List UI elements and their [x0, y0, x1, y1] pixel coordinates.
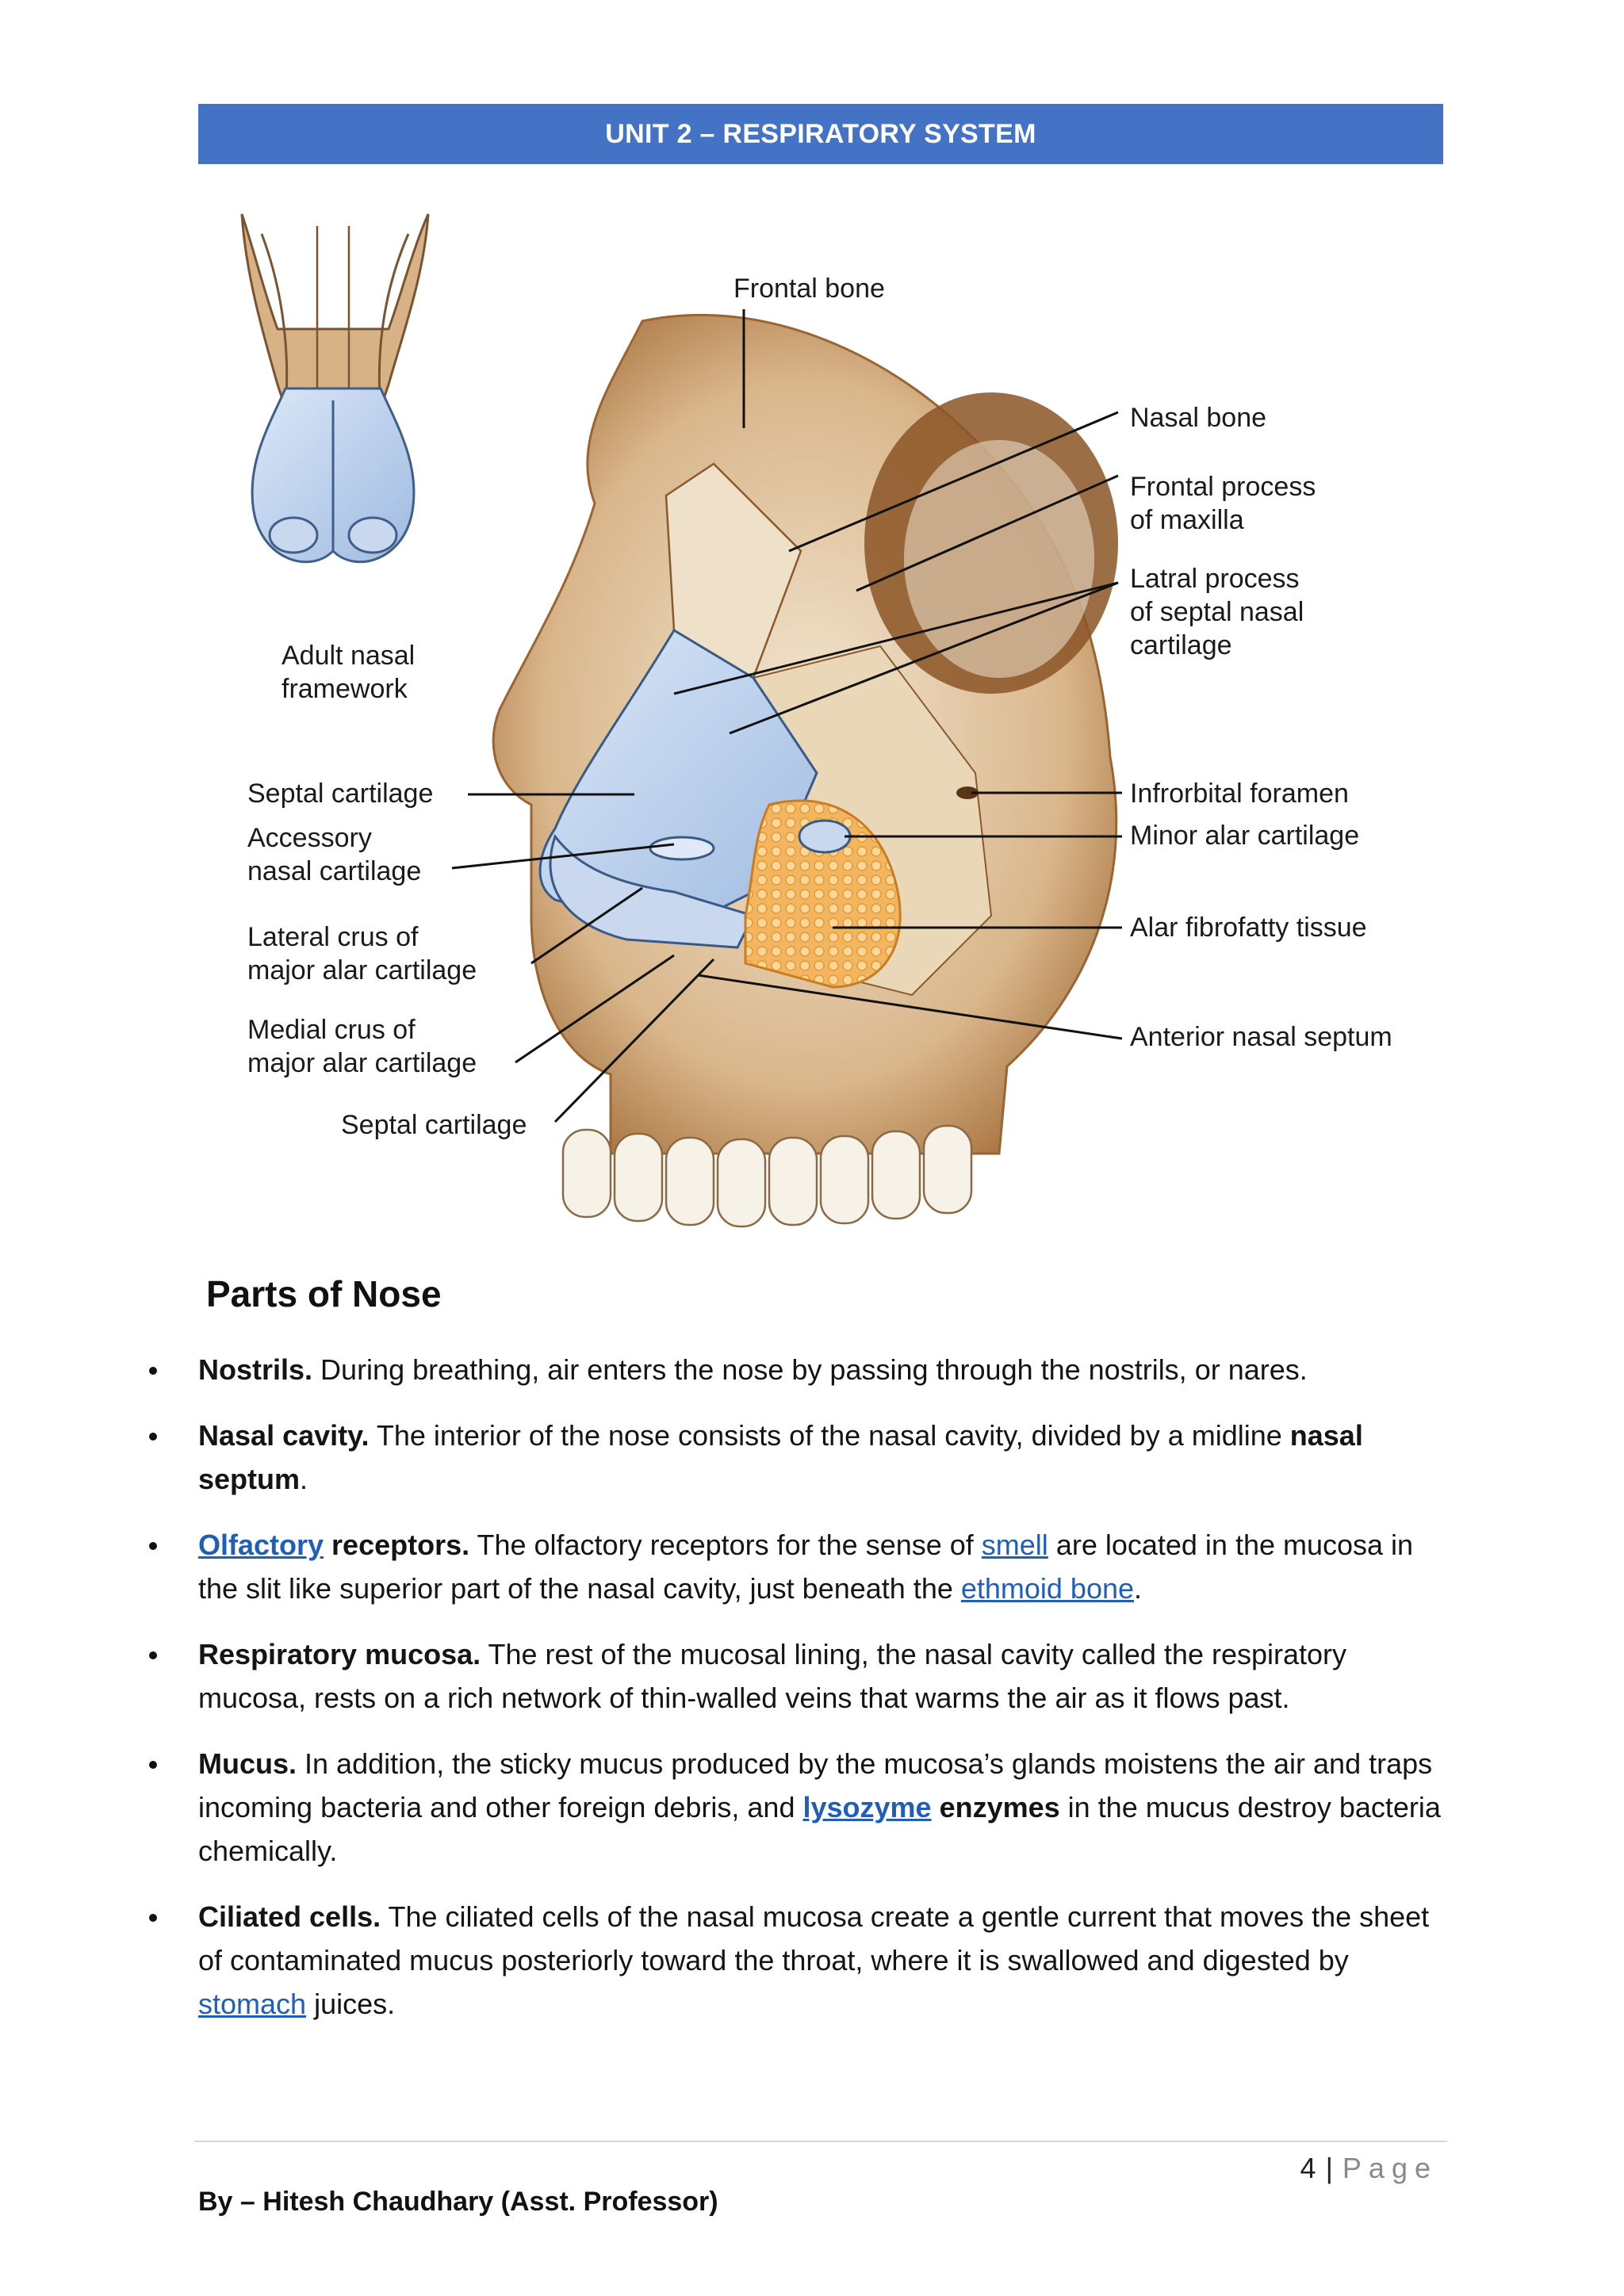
ethmoid-bone-link[interactable]: ethmoid bone: [960, 1572, 1135, 1605]
list-item: Ciliated cells. The ciliated cells of th…: [143, 1895, 1443, 2026]
label-latral-process-1: Latral process: [1130, 564, 1300, 594]
diagram-labels: Frontal bone Nasal bone Frontal process …: [247, 274, 1392, 1140]
page-separator: |: [1325, 2152, 1333, 2184]
olfactory-link[interactable]: Olfactory: [198, 1529, 324, 1561]
leader-lines: [451, 309, 1123, 1123]
label-septal-cartilage-bottom: Septal cartilage: [341, 1110, 527, 1140]
item-title: Ciliated cells.: [198, 1900, 381, 1933]
label-minor-alar: Minor alar cartilage: [1130, 821, 1359, 851]
item-bold-term: nasal septum: [198, 1419, 1363, 1495]
smell-link[interactable]: smell: [981, 1529, 1048, 1561]
item-title: Mucus.: [198, 1747, 297, 1780]
label-adult-nasal-1: Adult nasal: [282, 641, 415, 671]
item-text: During breathing, air enters the nose by…: [312, 1353, 1308, 1386]
list-item: Respiratory mucosa. The rest of the muco…: [143, 1632, 1443, 1720]
label-alar-fibrofatty: Alar fibrofatty tissue: [1130, 913, 1367, 943]
item-text: The ciliated cells of the nasal mucosa c…: [198, 1900, 1430, 1976]
item-text: juices.: [306, 1988, 396, 2020]
label-infraorbital-foramen: Infrorbital foramen: [1130, 779, 1349, 809]
item-text: The interior of the nose consists of the…: [369, 1419, 1290, 1452]
list-item: Nasal cavity. The interior of the nose c…: [143, 1414, 1443, 1501]
item-title: receptors.: [324, 1529, 470, 1561]
list-item: Mucus. In addition, the sticky mucus pro…: [143, 1742, 1443, 1873]
label-latral-process-2: of septal nasal: [1130, 597, 1304, 627]
page-number-value: 4: [1300, 2152, 1316, 2184]
label-accessory-2: nasal cartilage: [247, 856, 421, 886]
item-title: Nasal cavity.: [198, 1419, 370, 1452]
section-heading: Parts of Nose: [206, 1273, 442, 1314]
teeth: [561, 1124, 973, 1228]
label-latral-process-3: cartilage: [1130, 630, 1232, 660]
parts-of-nose-list: Nostrils. During breathing, air enters t…: [143, 1348, 1443, 2026]
nasal-anatomy-diagram: Frontal bone Nasal bone Frontal process …: [198, 202, 1443, 1265]
author-credit: By – Hitesh Chaudhary (Asst. Professor): [198, 2187, 718, 2217]
bullet-content: Nostrils. During breathing, air enters t…: [143, 1348, 1443, 2048]
item-text: in the mucus destroy bacteria chemically…: [198, 1791, 1441, 1867]
unit-title: UNIT 2 – RESPIRATORY SYSTEM: [605, 118, 1036, 149]
item-text: are located in the mucosa in the slit li…: [198, 1529, 1414, 1605]
item-end: .: [1134, 1572, 1143, 1605]
item-title: Respiratory mucosa.: [198, 1638, 481, 1670]
item-end: .: [300, 1463, 308, 1495]
label-accessory-1: Accessory: [247, 823, 372, 853]
item-title: Nostrils.: [198, 1353, 313, 1386]
label-lateral-crus-2: major alar cartilage: [247, 955, 477, 985]
footer-divider: [194, 2141, 1447, 2142]
label-adult-nasal-2: framework: [282, 674, 408, 704]
item-text: The rest of the mucosal lining, the nasa…: [198, 1638, 1347, 1714]
label-anterior-septum: Anterior nasal septum: [1130, 1022, 1392, 1052]
label-lateral-crus-1: Lateral crus of: [247, 922, 419, 952]
label-frontal-bone: Frontal bone: [733, 274, 885, 304]
label-medial-crus-1: Medial crus of: [247, 1015, 416, 1045]
item-bold-term: enzymes: [931, 1791, 1060, 1823]
list-item: Nostrils. During breathing, air enters t…: [143, 1348, 1443, 1391]
list-item: Olfactory receptors. The olfactory recep…: [143, 1523, 1443, 1610]
label-frontal-process-2: of maxilla: [1130, 505, 1244, 535]
item-text: The olfactory receptors for the sense of: [469, 1529, 982, 1561]
page-number: 4 | Page: [1300, 2152, 1438, 2185]
label-medial-crus-2: major alar cartilage: [247, 1048, 477, 1078]
item-text: In addition, the sticky mucus produced b…: [198, 1747, 1433, 1823]
adult-nasal-framework-inset: [240, 213, 430, 564]
stomach-link[interactable]: stomach: [198, 1988, 307, 2020]
skull-illustration: [492, 313, 1118, 1228]
unit-header-bar: UNIT 2 – RESPIRATORY SYSTEM: [198, 104, 1443, 164]
label-nasal-bone: Nasal bone: [1130, 403, 1266, 433]
lysozyme-link[interactable]: lysozyme: [802, 1791, 932, 1823]
page-word: Page: [1342, 2152, 1438, 2184]
label-septal-cartilage-top: Septal cartilage: [247, 779, 433, 809]
label-frontal-process-1: Frontal process: [1130, 472, 1316, 502]
